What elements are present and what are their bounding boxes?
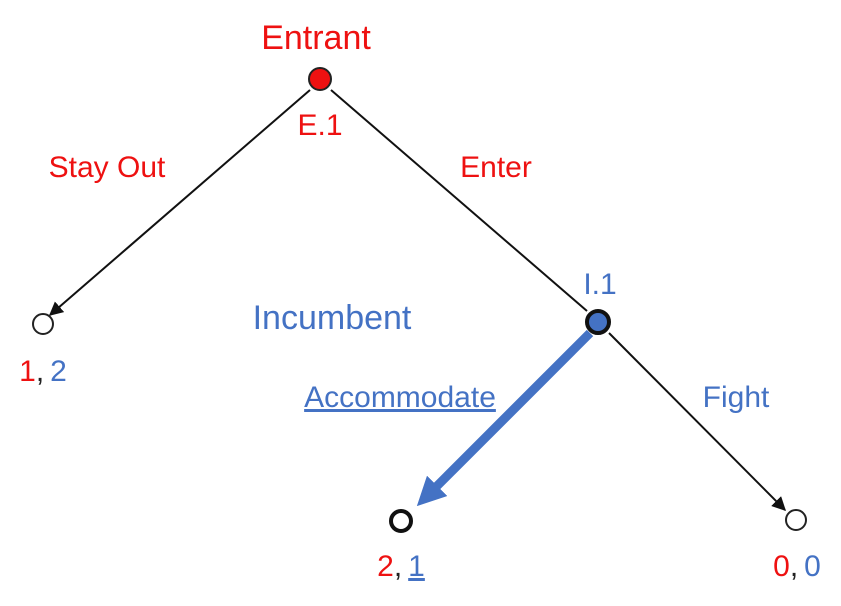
payoff-entrant-value: 0 bbox=[773, 550, 790, 583]
node-label-e1: E.1 bbox=[297, 109, 342, 142]
payoff-separator: , bbox=[394, 550, 402, 583]
payoff-incumbent-value: 1 bbox=[408, 550, 425, 583]
payoff-stay-out: 1,2 bbox=[19, 355, 67, 388]
payoff-separator: , bbox=[36, 355, 44, 388]
player-label-incumbent: Incumbent bbox=[253, 299, 412, 337]
node-label-i1: I.1 bbox=[583, 268, 616, 301]
root-node-entrant bbox=[308, 67, 332, 91]
player-label-entrant: Entrant bbox=[261, 19, 371, 57]
terminal-node-stay-out bbox=[32, 313, 54, 335]
edge-enter bbox=[330, 89, 588, 312]
terminal-node-accommodate bbox=[389, 509, 413, 533]
payoff-fight: 0,0 bbox=[773, 550, 821, 583]
decision-node-incumbent bbox=[585, 309, 611, 335]
edge-stay-out bbox=[48, 89, 311, 316]
payoff-incumbent-value: 2 bbox=[50, 355, 67, 388]
terminal-node-fight bbox=[785, 509, 807, 531]
edge-fight bbox=[608, 332, 786, 511]
payoff-incumbent-value: 0 bbox=[804, 550, 821, 583]
payoff-accommodate: 2,1 bbox=[377, 550, 425, 583]
action-label-fight: Fight bbox=[703, 381, 770, 414]
payoff-entrant-value: 2 bbox=[377, 550, 394, 583]
action-label-stay-out: Stay Out bbox=[49, 151, 166, 184]
payoff-separator: , bbox=[790, 550, 798, 583]
edge-accommodate-equilibrium bbox=[416, 329, 594, 507]
action-label-enter: Enter bbox=[460, 151, 532, 184]
action-label-accommodate: Accommodate bbox=[304, 381, 496, 414]
payoff-entrant-value: 1 bbox=[19, 355, 36, 388]
